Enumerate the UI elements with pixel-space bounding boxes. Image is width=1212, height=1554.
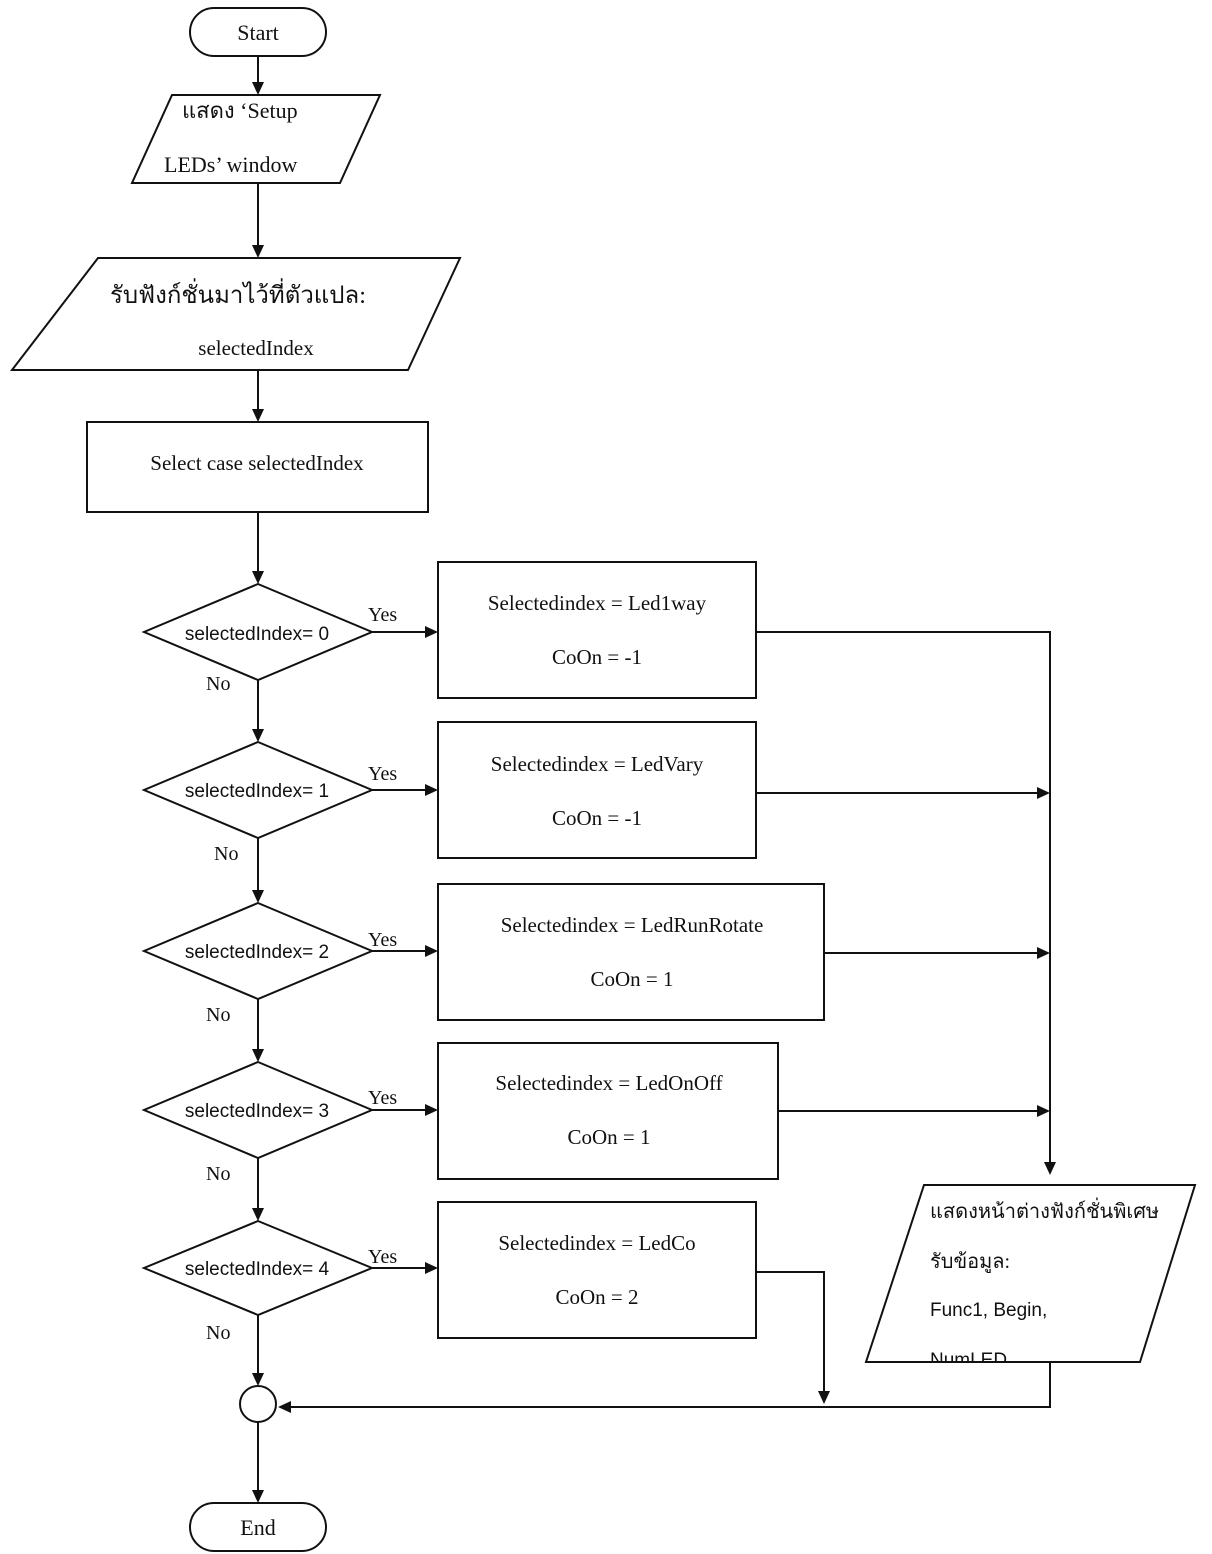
action-box-2: Selectedindex = LedRunRotate CoOn = 1 (437, 883, 825, 1021)
decision-1-no: No (214, 843, 238, 865)
action-box-3: Selectedindex = LedOnOff CoOn = 1 (437, 1042, 779, 1180)
decision-2-no: No (206, 1004, 230, 1026)
special-line3: Func1, Begin, (930, 1300, 1047, 1321)
end-label: End (240, 1515, 275, 1540)
action-box-4: Selectedindex = LedCo CoOn = 2 (437, 1201, 757, 1339)
action-box-0: Selectedindex = Led1way CoOn = -1 (437, 561, 757, 699)
receive-function: รับฟังก์ชั่นมาไว้ที่ตัวแปล: selectedInde… (9, 257, 462, 371)
setup-line2: LEDs’ window (164, 152, 298, 177)
select-case-label: Select case selectedIndex (150, 451, 364, 475)
action-1-line2: CoOn = -1 (552, 806, 642, 830)
action-0-line1: Selectedindex = Led1way (488, 591, 707, 615)
action-3-line1: Selectedindex = LedOnOff (495, 1071, 722, 1095)
action-3-line2: CoOn = 1 (567, 1125, 650, 1149)
action-4-line2: CoOn = 2 (555, 1285, 638, 1309)
decision-4-no: No (206, 1322, 230, 1344)
decision-0-yes: Yes (368, 604, 397, 626)
decision-3-condition: selectedIndex= 3 (185, 1101, 329, 1122)
decision-2-yes: Yes (368, 929, 397, 951)
decision-3-yes: Yes (368, 1087, 397, 1109)
decision-0: selectedIndex= 0 Yes No (141, 582, 438, 742)
end-terminator: End (189, 1502, 327, 1552)
action-1-line1: Selectedindex = LedVary (491, 752, 704, 776)
decision-3-no: No (206, 1163, 230, 1185)
decision-1-yes: Yes (368, 763, 397, 785)
action-0-line2: CoOn = -1 (552, 645, 642, 669)
action-4-line1: Selectedindex = LedCo (498, 1231, 695, 1255)
receive-line1: รับฟังก์ชั่นมาไว้ที่ตัวแปล: (110, 278, 366, 309)
decision-4-condition: selectedIndex= 4 (185, 1259, 330, 1280)
special-line2: รับข้อมูล: (930, 1251, 1010, 1274)
junction-connector (239, 1385, 277, 1503)
show-setup-window: แสดง ‘Setup LEDs’ window (130, 94, 382, 184)
decision-3: selectedIndex= 3 Yes No (141, 1060, 438, 1221)
main-spine (252, 56, 264, 584)
special-line1: แสดงหน้าต่างฟังก์ชั่นพิเศษ (930, 1197, 1159, 1223)
decision-4: selectedIndex= 4 Yes No (141, 1219, 438, 1386)
decision-2: selectedIndex= 2 Yes No (141, 901, 438, 1062)
special-line4: NumLED (930, 1350, 1007, 1371)
collector-connectors (278, 631, 1056, 1413)
action-2-line1: Selectedindex = LedRunRotate (501, 913, 764, 937)
receive-line2: selectedIndex (198, 336, 314, 360)
setup-line1: แสดง ‘Setup (182, 98, 298, 123)
decision-0-condition: selectedIndex= 0 (185, 624, 329, 645)
decision-4-yes: Yes (368, 1246, 397, 1268)
action-2-line2: CoOn = 1 (590, 967, 673, 991)
action-box-1: Selectedindex = LedVary CoOn = -1 (437, 721, 757, 859)
decision-0-no: No (206, 673, 230, 695)
decision-2-condition: selectedIndex= 2 (185, 942, 329, 963)
show-special-function-window: แสดงหน้าต่างฟังก์ชั่นพิเศษ รับข้อมูล: Fu… (864, 1184, 1197, 1371)
start-terminator: Start (189, 7, 327, 57)
select-case-box: Select case selectedIndex (86, 421, 429, 513)
decision-1-condition: selectedIndex= 1 (185, 781, 329, 802)
start-label: Start (237, 20, 279, 45)
decision-1: selectedIndex= 1 Yes No (141, 740, 438, 903)
